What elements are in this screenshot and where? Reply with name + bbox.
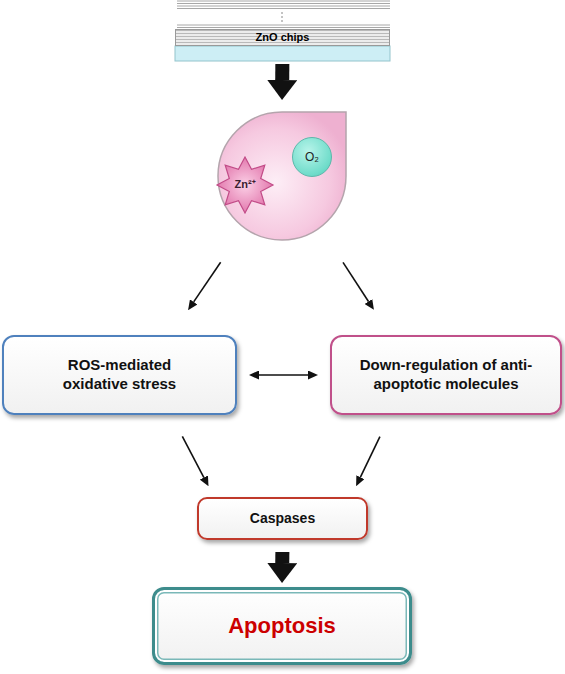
flow-arrow (194, 262, 221, 302)
stack-ellipsis (282, 12, 283, 23)
node-label: ZnO chips (256, 31, 310, 45)
ion-burst (217, 157, 273, 213)
process-box: Caspases (197, 497, 368, 540)
node-label: Zn²⁺ (234, 178, 255, 192)
node-label: Down-regulation of anti-apoptotic molecu… (346, 356, 546, 394)
flow-arrow (343, 262, 368, 301)
process-box: ROS-mediated oxidative stress (2, 335, 237, 415)
node-label: Apoptosis (228, 612, 336, 640)
chip-box: ZnO chips (175, 29, 390, 46)
outcome-box: Apoptosis (152, 587, 412, 665)
chip-substrate (175, 46, 390, 61)
chip-layer (177, 27, 390, 28)
chip-layer (177, 1, 390, 2)
chip-layer (177, 3, 390, 4)
cell-shape: O₂ Zn²⁺ (212, 104, 352, 244)
cell-membrane (218, 112, 346, 240)
oxygen-circle: O₂ (292, 137, 332, 177)
flow-arrow (182, 436, 204, 477)
node-label: O₂ (305, 150, 319, 165)
block-arrow (275, 552, 289, 563)
chip-layer (177, 8, 390, 9)
chip-layer (177, 6, 390, 7)
ion-star: Zn²⁺ (215, 155, 275, 215)
flow-arrow (259, 374, 308, 376)
flow-arrow (360, 437, 379, 478)
node-label: ROS-mediated oxidative stress (45, 356, 195, 394)
node-label: Caspases (250, 510, 315, 528)
chip-layers (177, 1, 390, 28)
process-box: Down-regulation of anti-apoptotic molecu… (330, 335, 562, 415)
block-arrow (275, 64, 289, 80)
chip-layer (177, 25, 390, 26)
